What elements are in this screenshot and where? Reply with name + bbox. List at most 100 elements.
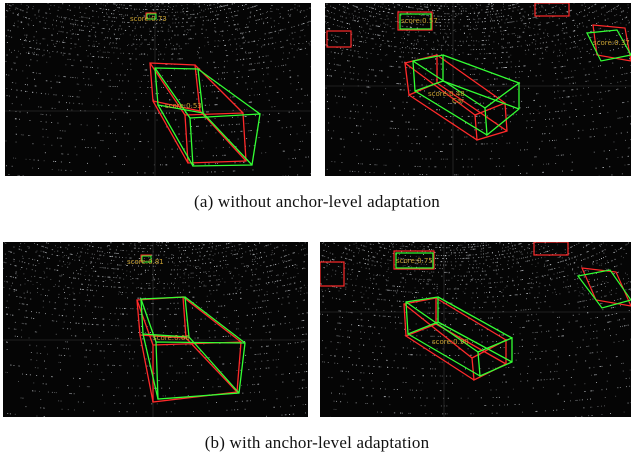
lidar-point bbox=[167, 247, 169, 249]
lidar-point bbox=[276, 280, 278, 282]
lidar-point bbox=[266, 367, 268, 369]
lidar-point bbox=[561, 110, 563, 112]
lidar-point bbox=[584, 15, 586, 17]
lidar-point bbox=[117, 268, 119, 270]
lidar-point bbox=[302, 320, 304, 321]
lidar-point bbox=[214, 171, 216, 173]
lidar-point bbox=[269, 270, 271, 272]
lidar-point bbox=[551, 62, 553, 63]
lidar-point bbox=[303, 261, 305, 263]
lidar-point bbox=[359, 56, 361, 58]
lidar-point bbox=[609, 166, 611, 168]
lidar-point bbox=[535, 16, 537, 18]
lidar-point bbox=[203, 4, 205, 5]
lidar-point bbox=[340, 47, 342, 49]
lidar-point bbox=[166, 308, 168, 310]
lidar-point bbox=[334, 18, 335, 20]
lidar-point bbox=[599, 40, 601, 42]
lidar-point bbox=[356, 6, 358, 8]
lidar-point bbox=[101, 104, 103, 106]
lidar-point bbox=[248, 52, 250, 54]
lidar-point bbox=[285, 272, 287, 274]
lidar-point bbox=[68, 18, 70, 20]
lidar-point bbox=[89, 245, 91, 247]
lidar-point bbox=[436, 22, 438, 23]
lidar-point bbox=[291, 32, 293, 34]
lidar-point bbox=[226, 4, 228, 6]
lidar-point bbox=[533, 53, 535, 55]
lidar-point bbox=[158, 112, 159, 114]
lidar-point bbox=[172, 380, 173, 381]
lidar-point bbox=[249, 95, 251, 96]
lidar-point bbox=[99, 250, 101, 252]
lidar-point bbox=[198, 259, 200, 261]
lidar-point bbox=[84, 139, 85, 141]
lidar-point bbox=[573, 58, 575, 60]
lidar-point bbox=[247, 41, 249, 43]
lidar-point bbox=[27, 246, 29, 248]
lidar-point bbox=[499, 62, 501, 64]
lidar-point bbox=[214, 171, 216, 173]
lidar-point bbox=[245, 40, 246, 42]
lidar-point bbox=[44, 360, 45, 362]
lidar-point bbox=[289, 260, 290, 261]
lidar-point bbox=[277, 246, 279, 248]
lidar-point bbox=[144, 269, 146, 271]
lidar-point bbox=[488, 52, 490, 54]
lidar-point bbox=[60, 169, 62, 171]
lidar-point bbox=[428, 32, 430, 33]
lidar-point bbox=[257, 258, 258, 259]
lidar-point bbox=[357, 21, 358, 22]
lidar-point bbox=[118, 286, 120, 288]
lidar-point bbox=[260, 8, 261, 10]
lidar-point bbox=[461, 143, 463, 145]
lidar-point bbox=[46, 247, 48, 249]
lidar-point bbox=[195, 301, 197, 303]
lidar-point bbox=[262, 13, 264, 15]
lidar-point bbox=[186, 268, 187, 270]
lidar-point bbox=[257, 19, 259, 21]
lidar-point bbox=[157, 35, 158, 36]
lidar-point bbox=[410, 51, 412, 53]
lidar-point bbox=[91, 56, 93, 57]
lidar-point bbox=[193, 92, 195, 94]
lidar-point bbox=[489, 35, 491, 37]
lidar-point bbox=[571, 42, 573, 43]
lidar-point bbox=[231, 34, 233, 35]
lidar-point bbox=[36, 17, 38, 19]
lidar-point bbox=[245, 251, 247, 253]
lidar-point bbox=[163, 22, 165, 24]
lidar-point bbox=[254, 361, 256, 363]
lidar-point bbox=[198, 52, 199, 54]
lidar-point bbox=[580, 11, 582, 13]
lidar-point bbox=[43, 277, 45, 279]
lidar-point bbox=[102, 379, 104, 381]
lidar-point bbox=[601, 7, 603, 9]
lidar-point bbox=[243, 265, 245, 267]
lidar-point bbox=[566, 48, 568, 50]
lidar-point bbox=[245, 27, 246, 28]
lidar-point bbox=[183, 250, 185, 251]
lidar-point bbox=[302, 140, 303, 142]
lidar-point bbox=[182, 260, 184, 262]
lidar-point bbox=[263, 272, 264, 274]
lidar-point bbox=[327, 68, 328, 70]
lidar-point bbox=[360, 140, 362, 142]
lidar-point bbox=[238, 123, 240, 125]
lidar-point bbox=[597, 38, 598, 40]
lidar-point bbox=[131, 44, 133, 46]
lidar-point bbox=[230, 242, 232, 244]
lidar-point bbox=[190, 277, 192, 279]
lidar-point bbox=[234, 245, 235, 247]
lidar-point bbox=[161, 87, 162, 88]
lidar-point bbox=[601, 98, 603, 100]
panel-a-right: score:0.57 score:0.48 Car score:0.37 bbox=[325, 3, 631, 176]
lidar-point bbox=[445, 116, 447, 117]
lidar-point bbox=[228, 8, 230, 10]
lidar-point bbox=[107, 245, 109, 246]
lidar-point bbox=[13, 25, 15, 27]
lidar-point bbox=[517, 9, 519, 11]
lidar-point bbox=[158, 3, 160, 5]
lidar-point bbox=[405, 47, 407, 49]
lidar-point bbox=[541, 47, 543, 49]
